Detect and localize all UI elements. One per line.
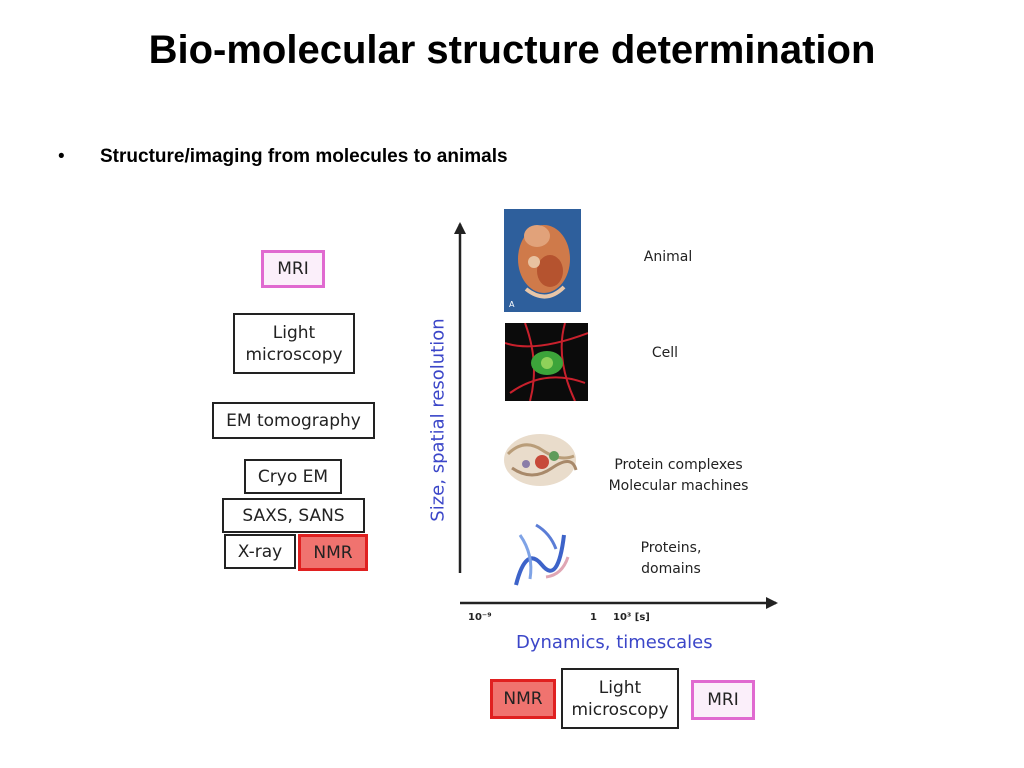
- level-complexes-line-1: Protein complexes: [614, 457, 743, 473]
- timescale-mri-label: MRI: [707, 690, 739, 710]
- level-complexes-line-2: Molecular machines: [608, 478, 749, 494]
- timescale-mri-box: MRI: [691, 680, 755, 720]
- protein-domain-image: [506, 515, 581, 597]
- y-axis-label: Size, spatial resolution: [427, 318, 449, 522]
- level-proteins-line-2: domains: [641, 561, 701, 577]
- timescale-light-microscopy-box: Light microscopy: [561, 668, 679, 729]
- method-xray-box: X-ray: [224, 534, 296, 569]
- method-cryo-em-label: Cryo EM: [257, 466, 329, 487]
- timescale-light-label-2: microscopy: [571, 699, 669, 720]
- method-light-label-1: Light: [272, 322, 316, 343]
- timescale-light-label-1: Light: [598, 677, 642, 698]
- method-saxs-sans-box: SAXS, SANS: [222, 498, 365, 533]
- level-animal-label: Animal: [643, 249, 693, 265]
- method-em-tomography-box: EM tomography: [212, 402, 375, 439]
- method-mri-label: MRI: [277, 259, 309, 279]
- level-cell-label: Cell: [651, 345, 679, 361]
- method-light-label-2: microscopy: [245, 344, 343, 365]
- timescale-nmr-label: NMR: [503, 689, 543, 709]
- method-em-tomography-label: EM tomography: [226, 410, 361, 431]
- bullet-dot-icon: •: [58, 146, 65, 167]
- method-cryo-em-box: Cryo EM: [244, 459, 342, 494]
- method-saxs-sans-label: SAXS, SANS: [242, 505, 345, 526]
- bullet-text: Structure/imaging from molecules to anim…: [100, 146, 508, 167]
- level-proteins-line-1: Proteins,: [640, 540, 702, 556]
- x-axis-label: Dynamics, timescales: [516, 632, 713, 653]
- method-mri-box: MRI: [261, 250, 325, 288]
- cell-micrograph-image: [505, 323, 588, 401]
- timescale-nmr-box: NMR: [490, 679, 556, 719]
- slide-title: Bio-molecular structure determination: [148, 28, 876, 72]
- x-tick-left: 10⁻⁹: [468, 612, 492, 623]
- x-tick-right: 10³ [s]: [613, 612, 650, 623]
- protein-complex-image: [490, 420, 588, 502]
- method-nmr-label: NMR: [313, 542, 353, 563]
- method-light-microscopy-box: Light microscopy: [233, 313, 355, 374]
- svg-text:A: A: [509, 300, 515, 309]
- animal-embryo-image: A: [504, 209, 581, 312]
- x-tick-one: 1: [590, 612, 597, 623]
- method-xray-label: X-ray: [237, 541, 283, 562]
- level-proteins-label: Proteins, domains: [630, 538, 712, 580]
- method-nmr-box: NMR: [298, 534, 368, 571]
- level-complexes-label: Protein complexes Molecular machines: [596, 455, 761, 497]
